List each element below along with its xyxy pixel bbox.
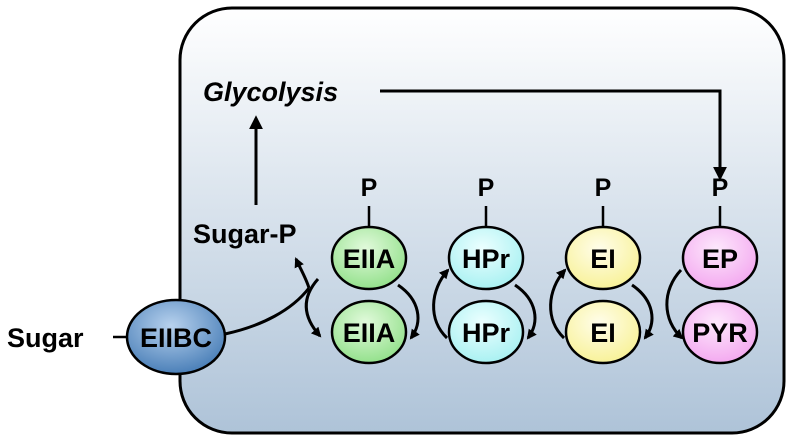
transfer-arrow-eiia-hpr-down: [397, 283, 420, 340]
phosphate-label: P: [712, 174, 729, 202]
phosphate-label: P: [361, 174, 378, 202]
ei-phospho-node: [564, 225, 642, 291]
phosphate-label: P: [595, 174, 612, 202]
eiia-phospho-label: EIIA: [343, 244, 396, 274]
hpr-phospho-label: HPr: [462, 244, 511, 274]
transfer-arrow-hpr-ei-down: [514, 283, 537, 340]
eiia-label: EIIA: [343, 318, 396, 348]
hpr-label: HPr: [462, 318, 511, 348]
eiibc-node: [125, 298, 227, 376]
ei-label: EI: [590, 318, 616, 348]
pyr-label: PYR: [692, 318, 748, 348]
ei-phospho-label: EI: [590, 244, 616, 274]
sugar-p-release-arrow: [294, 257, 311, 289]
eiia-phospho-node: [330, 225, 408, 291]
transfer-arrow-eiibc-eiia: [304, 278, 322, 338]
transfer-arrow-ei-ep-down: [631, 283, 654, 340]
phosphate-group: P P P P: [361, 174, 729, 228]
hpr-node: [447, 299, 525, 365]
sugar-label: Sugar: [7, 323, 84, 353]
eiibc-exchange-curve: [224, 287, 311, 336]
eiibc-label: EIIBC: [140, 323, 212, 353]
glycolysis-label: Glycolysis: [203, 77, 338, 107]
ei-node: [564, 299, 642, 365]
ep-label: EP: [702, 244, 738, 274]
transfer-arrow-ep-pyr: [665, 268, 684, 340]
ep-node: [681, 225, 759, 291]
hpr-phospho-node: [447, 225, 525, 291]
glycolysis-to-ep-arrow: [380, 89, 727, 181]
sugar-p-label: Sugar-P: [193, 219, 297, 249]
phosphate-label: P: [478, 174, 495, 202]
pyr-node: [681, 299, 759, 365]
transfer-arrow-eiia-hpr-up: [432, 268, 450, 340]
transfer-arrow-hpr-ei-up: [549, 268, 567, 340]
eiia-node: [330, 299, 408, 365]
